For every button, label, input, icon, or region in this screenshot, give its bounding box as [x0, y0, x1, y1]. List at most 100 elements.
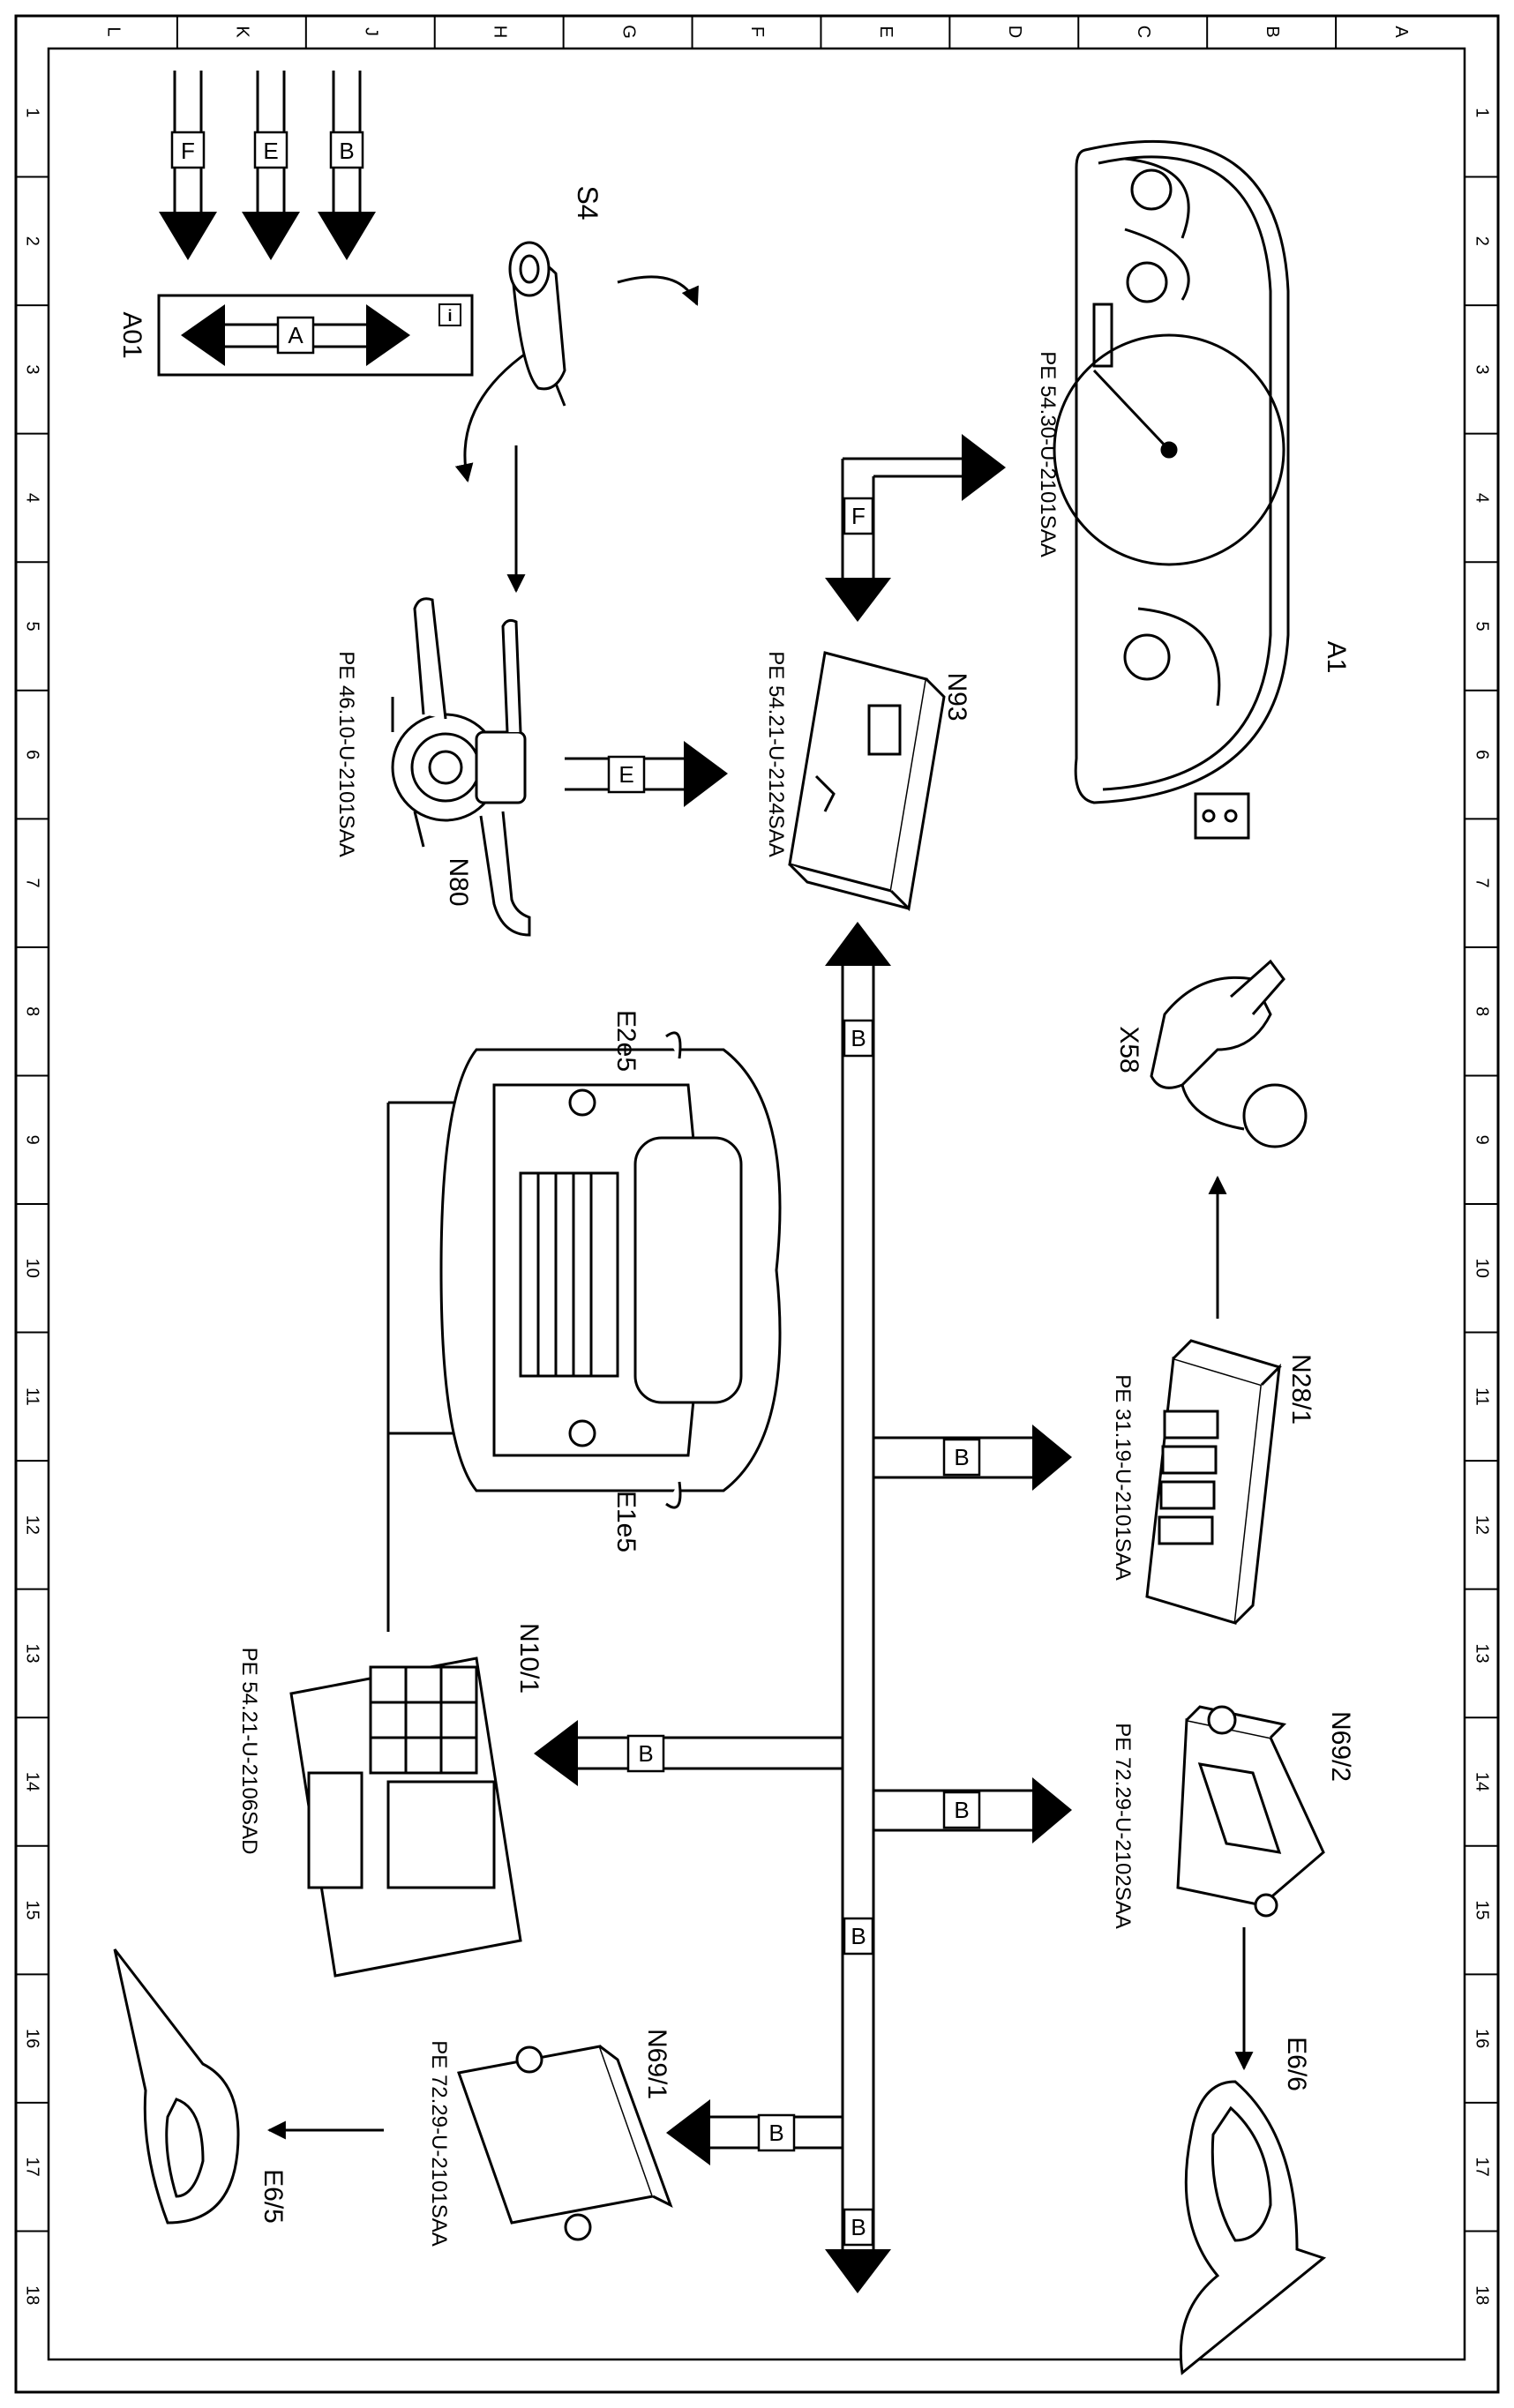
column-label: A [1391, 26, 1411, 38]
svg-text:B: B [768, 2120, 783, 2146]
svg-text:F: F [181, 138, 195, 164]
bus-tag-b-trunk-bottom: B [843, 2208, 874, 2247]
row-label: 5 [23, 621, 42, 631]
column-ticks-top [176, 16, 1338, 49]
row-label: 11 [1473, 1387, 1492, 1406]
row-label: 5 [1473, 621, 1492, 631]
column-label: C [1134, 26, 1153, 38]
ref-n69-2: PE 72.29-U-2102SAA [1111, 1723, 1135, 1928]
ref-n28-1: PE 31.19-U-2101SAA [1111, 1374, 1135, 1580]
arrowhead-down-trunk [825, 2249, 891, 2293]
row-label: 15 [23, 1900, 42, 1919]
label-e6-6: E6/6 [1282, 2037, 1311, 2091]
svg-text:B: B [638, 1740, 653, 1767]
bus-tag-b-trunk-mid: B [843, 1917, 874, 1956]
row-label: 4 [1473, 493, 1492, 503]
svg-text:B: B [851, 1025, 866, 1051]
n69-1-door-module: N69/1 PE 72.29-U-2101SAA [427, 2029, 673, 2247]
bus-wiring [386, 457, 1037, 2254]
column-label: L [104, 26, 124, 36]
row-label: 2 [1473, 236, 1492, 246]
legend-arrow-b: B [318, 71, 376, 260]
row-label: 2 [23, 236, 42, 246]
arrowhead-to-a1 [962, 434, 1006, 501]
bus-tag-b-trunk-top: B [843, 1019, 874, 1058]
arrowhead-to-n93-f [825, 578, 891, 622]
arrowhead-to-n69-1 [666, 2099, 710, 2165]
row-label: 12 [1473, 1515, 1492, 1535]
e6-6-mirror: E6/6 [1179, 2037, 1327, 2375]
label-n69-1: N69/1 [642, 2029, 671, 2099]
row-label: 16 [23, 2029, 42, 2048]
label-n93: N93 [942, 672, 971, 721]
svg-text:B: B [851, 1923, 866, 1949]
row-label: 6 [23, 750, 42, 759]
n10-1-sam-module: N10/1 PE 54.21-U-2106SAD [237, 1623, 543, 1978]
arrowhead-to-n69-2 [1032, 1777, 1072, 1843]
n80-steering-column-module: N80 PE 46.10-U-2101SAA [334, 597, 531, 937]
legend-arrow-e: E [242, 71, 300, 260]
e6-5-mirror: E6/5 [113, 1948, 288, 2225]
info-icon: i [447, 307, 452, 325]
bus-tags: B B B B B B B F [607, 497, 981, 2247]
ref-n80: PE 46.10-U-2101SAA [334, 651, 358, 856]
row-label: 1 [23, 108, 42, 117]
n28-1-module: N28/1 PE 31.19-U-2101SAA [1111, 1339, 1315, 1625]
svg-text:B: B [954, 1797, 969, 1823]
row-label: 9 [1473, 1135, 1492, 1145]
row-label: 14 [1473, 1772, 1492, 1791]
ref-n93: PE 54.21-U-2124SAA [764, 651, 788, 856]
legend-arrow-f: F [159, 71, 217, 260]
row-ticks-left [16, 176, 49, 2232]
row-ticks-right [1465, 176, 1498, 2232]
a01-block: A i A01 [117, 294, 474, 377]
vehicle-front-view: E2e5 E1e5 [439, 1010, 782, 1552]
label-e6-5: E6/5 [259, 2169, 288, 2224]
column-label: D [1005, 26, 1024, 38]
row-label: 17 [1473, 2157, 1492, 2177]
svg-text:E: E [263, 138, 278, 164]
label-n80: N80 [444, 857, 473, 906]
row-label: 7 [1473, 879, 1492, 888]
label-s4: S4 [572, 185, 603, 220]
bus-tag-b-n10-1: B [626, 1734, 665, 1773]
row-label: 10 [23, 1259, 42, 1278]
label-e2e5: E2e5 [611, 1010, 641, 1072]
n69-2-door-module: N69/2 PE 72.29-U-2102SAA [1111, 1705, 1355, 1929]
svg-text:F: F [851, 503, 866, 529]
column-label: G [618, 25, 638, 39]
row-label: 4 [23, 493, 42, 503]
row-label: 10 [1473, 1259, 1492, 1278]
row-label: 18 [1473, 2285, 1492, 2305]
a1-instrument-cluster: A1 PE 54.30-U-2101SAA [1036, 139, 1351, 840]
bus-tag-b-n28-1: B [942, 1438, 981, 1477]
row-label: 6 [1473, 750, 1492, 759]
column-label: H [490, 26, 509, 38]
s4-combination-switch: S4 [508, 185, 603, 407]
column-label: E [876, 26, 896, 37]
column-label: B [1263, 26, 1282, 37]
row-label: 9 [23, 1135, 42, 1145]
row-label: 15 [1473, 1900, 1492, 1919]
row-label: 17 [23, 2157, 42, 2177]
label-a01: A01 [117, 311, 146, 358]
ref-n10-1: PE 54.21-U-2106SAD [237, 1648, 261, 1855]
label-e1e5: E1e5 [611, 1491, 641, 1552]
row-label: 12 [23, 1515, 42, 1535]
row-label: 13 [23, 1643, 42, 1663]
bus-tag-f-a1: F [843, 497, 874, 535]
x58-component: X58 [1114, 959, 1308, 1148]
arrowhead-to-n93-e [684, 741, 728, 807]
svg-text:E: E [618, 761, 633, 788]
svg-text:A: A [288, 322, 304, 348]
row-label: 3 [23, 364, 42, 374]
svg-text:B: B [954, 1444, 969, 1470]
label-n69-2: N69/2 [1326, 1711, 1355, 1782]
arrowhead-to-n28-1 [1032, 1425, 1072, 1491]
bus-tag-e-n80: E [607, 755, 646, 794]
row-label: 16 [1473, 2029, 1492, 2048]
